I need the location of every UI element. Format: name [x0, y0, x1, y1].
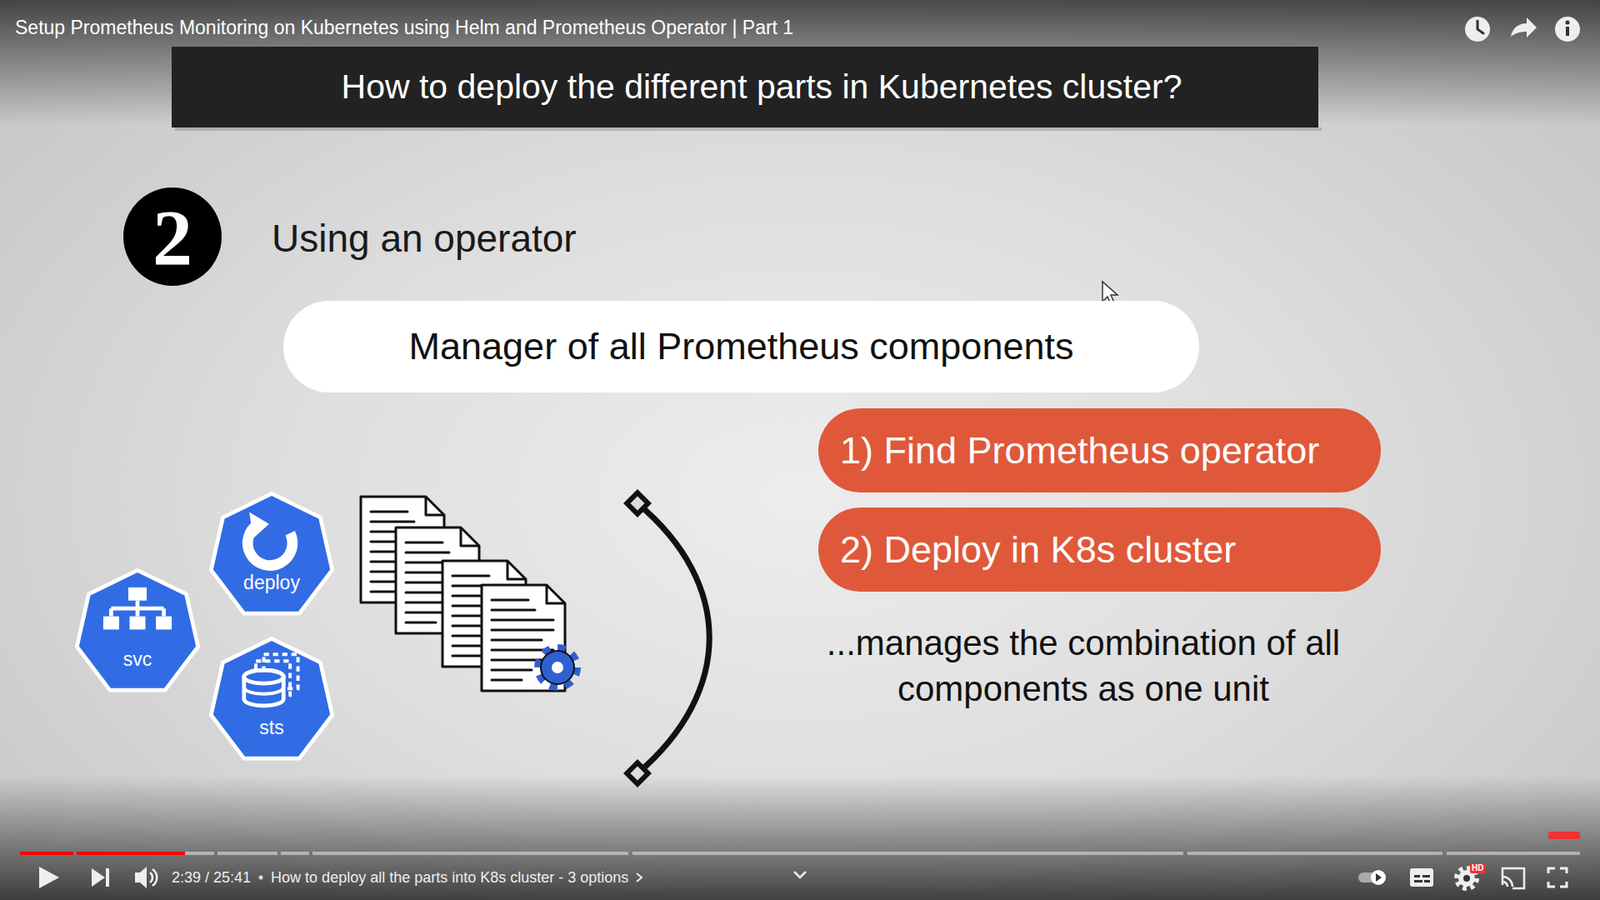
player-controls — [39, 866, 60, 889]
video-title: Setup Prometheus Monitoring on Kubernete… — [15, 16, 794, 40]
player-controls — [1463, 875, 1470, 882]
top-right-icons — [1565, 26, 1570, 36]
hd-badge: HD — [1470, 863, 1485, 874]
progress-bar — [217, 851, 278, 855]
player-controls — [135, 866, 147, 889]
bullet-dot — [257, 874, 265, 881]
progress-bar — [20, 851, 1580, 855]
player-controls — [39, 866, 1567, 889]
document-stack — [360, 496, 576, 691]
player-controls — [1424, 880, 1430, 883]
progress-bar — [76, 851, 185, 855]
progress-bar — [632, 851, 1184, 855]
top-right-icons — [1555, 16, 1580, 42]
chapter-title: How to deploy all the parts into K8s clu… — [270, 869, 629, 887]
player-controls — [1502, 881, 1508, 887]
time-row: 2:39 / 25:41 How to deploy all the parts … — [171, 866, 644, 889]
k8s-resource-icon: sts — [205, 633, 338, 765]
manager-pill: Manager of all Prometheus components — [283, 300, 1200, 393]
icon-label: sts — [259, 718, 284, 738]
player-controls — [1502, 876, 1513, 887]
summary-note: ...manages the combination of all compon… — [812, 620, 1355, 713]
chapter-chevron — [636, 873, 642, 882]
player-controls — [152, 869, 157, 886]
hex-outline — [130, 616, 146, 630]
pill-text: 2) Deploy in K8s cluster — [840, 528, 1236, 572]
top-right-icons — [1565, 20, 1570, 25]
player-controls — [1410, 868, 1434, 887]
player-controls — [1375, 873, 1382, 882]
hex-outline — [210, 638, 332, 759]
hex-outline — [103, 616, 120, 630]
progress-bar — [1446, 851, 1580, 855]
player-controls — [150, 872, 153, 883]
progress-bar — [76, 851, 215, 855]
document-stack — [539, 649, 576, 686]
subscribe-badge — [1548, 831, 1580, 840]
hex-outline — [76, 570, 198, 690]
hex-outline — [249, 511, 270, 539]
hex-outline — [205, 488, 338, 620]
step-pill: 1) Find Prometheus operator — [818, 408, 1381, 493]
title-band-shadow — [175, 127, 1322, 131]
player-controls — [1422, 875, 1430, 878]
hex-outline — [155, 616, 172, 630]
player-controls — [1548, 868, 1567, 887]
bullet-dot — [259, 875, 264, 880]
chapter-chevron — [635, 871, 644, 884]
hex-outline — [210, 493, 332, 614]
bracket — [630, 496, 645, 511]
callout-number: 2 — [123, 187, 222, 286]
document-stack — [551, 661, 564, 674]
progress-bar — [1187, 851, 1443, 855]
step-pill: 2) Deploy in K8s cluster — [818, 507, 1381, 592]
pill-text: Manager of all Prometheus components — [409, 325, 1075, 369]
player-controls — [1502, 868, 1525, 889]
player-controls — [91, 868, 105, 887]
pill-text: 1) Find Prometheus operator — [840, 429, 1320, 473]
hex-outline — [128, 587, 147, 601]
icon-label: svc — [123, 650, 153, 670]
hex-outline — [205, 633, 338, 765]
player-controls — [1414, 880, 1423, 883]
bottom-shade — [0, 775, 1600, 900]
top-right-icons — [1465, 16, 1580, 42]
k8s-resource-icon: deploy — [205, 488, 338, 620]
player-controls — [1414, 875, 1420, 878]
player-controls — [1370, 870, 1386, 885]
top-right-icons — [1510, 17, 1537, 38]
top-right-icons — [1477, 20, 1484, 34]
player-controls — [105, 868, 110, 887]
document-stack — [540, 650, 575, 685]
progress-bar — [20, 851, 74, 855]
player-controls — [794, 871, 806, 878]
top-right-icons — [1465, 16, 1490, 42]
bracket — [623, 489, 652, 518]
bracket — [623, 489, 710, 788]
bracket — [637, 503, 710, 774]
number-text: 2 — [152, 198, 193, 279]
hex-outline — [244, 670, 284, 684]
hex-outline — [110, 600, 164, 617]
progress-bar — [280, 851, 310, 855]
k8s-resource-icon: svc — [71, 565, 204, 697]
approach-heading: Using an operator — [271, 215, 577, 261]
hex-outline — [71, 565, 204, 697]
slide-title: How to deploy the different parts in Kub… — [171, 46, 1352, 128]
progress-bar — [20, 851, 74, 855]
hex-outline — [244, 687, 284, 695]
icon-label: deploy — [243, 573, 300, 593]
progress-bar — [312, 851, 629, 855]
time-display: 2:39 / 25:41 — [171, 869, 251, 887]
